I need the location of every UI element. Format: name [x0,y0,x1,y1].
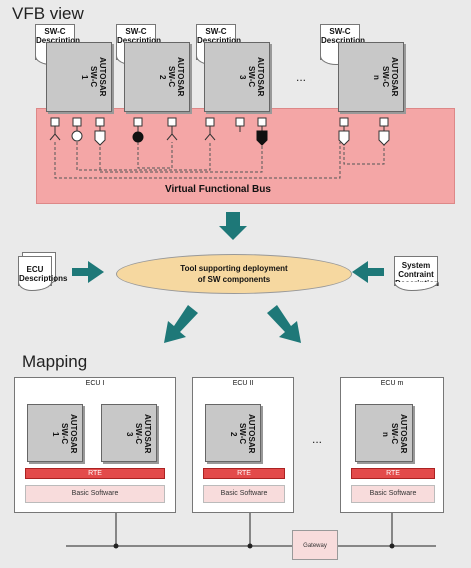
ecu-1-swc-1-label: AUTOSAR SW-C 1 [51,414,78,454]
mapping-ellipsis: ... [312,432,323,446]
ecu-1-swc-3: AUTOSAR SW-C 3 [101,404,157,462]
mapping-title: Mapping [22,352,88,371]
ecu-1-title: ECU I [85,380,105,387]
vfb-swc-n: AUTOSAR SW-C n [338,42,404,112]
down-arrow-icon [219,212,247,240]
vfb-swc-1: AUTOSAR SW-C 1 [46,42,112,112]
ecu-m-title: ECU m [380,380,404,387]
ecu-2-rte: RTE [203,468,285,479]
vfb-swc-n-label: AUTOSAR SW-C n [372,57,399,97]
ecu-1-basic-software: Basic Software [25,485,165,503]
gateway: Gateway [292,530,338,560]
down-left-arrow-icon [164,305,198,343]
ecu-1-swc-1: AUTOSAR SW-C 1 [27,404,83,462]
ecu-m-swc-n-label: AUTOSAR SW-C n [381,414,408,454]
ecu-m-rte: RTE [351,468,435,479]
ecu-descriptions: ECU Descriptions [18,256,67,291]
ecu-1: ECU I AUTOSAR SW-C 1 AUTOSAR SW-C 3 RTE … [14,377,176,513]
ecu-2: ECU II AUTOSAR SW-C 2 RTE Basic Software [192,377,294,513]
vfb-swc-1-label: AUTOSAR SW-C 1 [80,57,107,97]
down-right-arrow-icon [267,305,301,343]
system-constraint-description: System Contraint Description [394,256,439,291]
right-arrow-icon [72,261,104,283]
bus-label: Virtual Functional Bus [165,184,271,195]
deployment-tool-label: Tool supporting deployment of SW compone… [180,264,288,284]
ecu-1-swc-3-label: AUTOSAR SW-C 3 [125,414,152,454]
left-arrow-icon [352,261,384,283]
ecu-1-rte: RTE [25,468,165,479]
vfb-swc-2: AUTOSAR SW-C 2 [124,42,190,112]
ecu-2-swc-2: AUTOSAR SW-C 2 [205,404,261,462]
ecu-2-title: ECU II [232,380,254,387]
vfb-swc-3: AUTOSAR SW-C 3 [204,42,270,112]
vfb-ellipsis: ... [296,70,307,84]
vfb-swc-3-label: AUTOSAR SW-C 3 [238,57,265,97]
ecu-2-swc-2-label: AUTOSAR SW-C 2 [229,414,256,454]
ecu-m-swc-n: AUTOSAR SW-C n [355,404,413,462]
ecu-2-basic-software: Basic Software [203,485,285,503]
ecu-m: ECU m AUTOSAR SW-C n RTE Basic Software [340,377,444,513]
vfb-view-title: VFB view [12,4,84,23]
ecu-m-basic-software: Basic Software [351,485,435,503]
deployment-tool: Tool supporting deployment of SW compone… [116,254,352,294]
vfb-swc-2-label: AUTOSAR SW-C 2 [158,57,185,97]
